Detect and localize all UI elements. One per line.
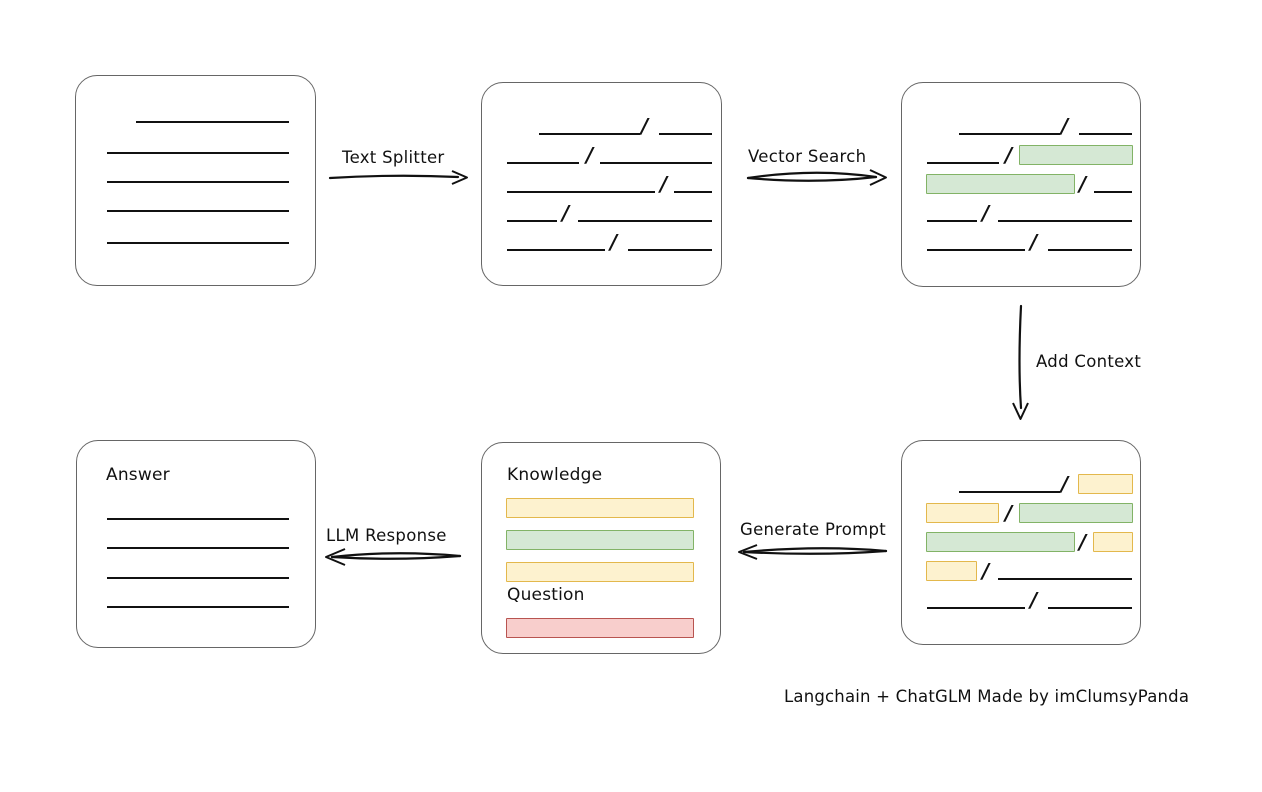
chunk-separator: / [1061,472,1069,496]
document-line [107,242,289,244]
chunk-segment [927,607,1025,609]
chunk-separator: / [1079,172,1087,196]
chunk-separator: / [660,172,668,196]
context-added-box[interactable]: / / / / / [901,440,1141,645]
knowledge-chip [506,562,694,582]
answer-line [107,577,289,579]
context-chunk-highlight [1078,474,1133,494]
llm-response-label: LLM Response [326,526,447,545]
vector-search-results-box[interactable]: / / / / / [901,82,1141,287]
context-chunk-highlight [1093,532,1133,552]
chunk-segment [539,133,640,135]
chunk-segment [1048,249,1132,251]
chunk-segment [578,220,712,222]
chunk-segment [659,133,712,135]
document-line [107,152,289,154]
knowledge-chip [506,530,694,550]
vector-search-label: Vector Search [748,147,867,166]
split-chunks-box[interactable]: / / / / / [481,82,722,286]
chunk-segment [927,162,999,164]
context-chunk-highlight [926,503,999,523]
knowledge-chip [506,498,694,518]
chunk-separator: / [982,201,990,225]
chunk-separator: / [562,201,570,225]
chunk-separator: / [1005,143,1013,167]
answer-box[interactable]: Answer [76,440,316,648]
chunk-separator: / [610,230,618,254]
chunk-segment [959,133,1060,135]
add-context-arrow [1012,304,1029,420]
chunk-separator: / [982,559,990,583]
question-chip [506,618,694,638]
question-label: Question [507,585,585,605]
chunk-separator: / [1061,114,1069,138]
answer-line [107,547,289,549]
chunk-separator: / [586,143,594,167]
retrieved-chunk-highlight [926,174,1075,194]
chunk-segment [1094,191,1132,193]
chunk-separator: / [1005,501,1013,525]
chunk-segment [998,578,1132,580]
chunk-segment [507,191,655,193]
document-line [136,121,289,123]
chunk-segment [1048,607,1132,609]
chunk-segment [507,220,557,222]
document-line [107,210,289,212]
chunk-segment [600,162,712,164]
chunk-segment [507,249,605,251]
retrieved-chunk-highlight [1019,145,1133,165]
retrieved-chunk-highlight [926,532,1075,552]
diagram-caption: Langchain + ChatGLM Made by imClumsyPand… [784,687,1190,706]
answer-line [107,606,289,608]
retrieved-chunk-highlight [1019,503,1133,523]
add-context-label: Add Context [1036,352,1142,371]
chunk-segment [927,249,1025,251]
chunk-segment [507,162,579,164]
chunk-separator: / [1030,588,1038,612]
chunk-separator: / [1079,530,1087,554]
chunk-segment [674,191,712,193]
chunk-segment [628,249,712,251]
chunk-separator: / [1030,230,1038,254]
answer-line [107,518,289,520]
text-splitter-arrow [328,170,468,185]
text-splitter-label: Text Splitter [342,148,445,167]
chunk-segment [959,491,1060,493]
context-chunk-highlight [926,561,977,581]
llm-response-arrow [325,548,462,566]
chunk-separator: / [641,114,649,138]
document-line [107,181,289,183]
generate-prompt-arrow [738,544,888,560]
generate-prompt-label: Generate Prompt [740,520,886,539]
vector-search-arrow [746,169,887,186]
knowledge-label: Knowledge [507,465,603,485]
chunk-segment [927,220,977,222]
answer-label: Answer [106,465,170,485]
chunk-segment [998,220,1132,222]
generated-prompt-box[interactable]: Knowledge Question [481,442,721,654]
chunk-segment [1079,133,1132,135]
source-document-box[interactable] [75,75,316,286]
